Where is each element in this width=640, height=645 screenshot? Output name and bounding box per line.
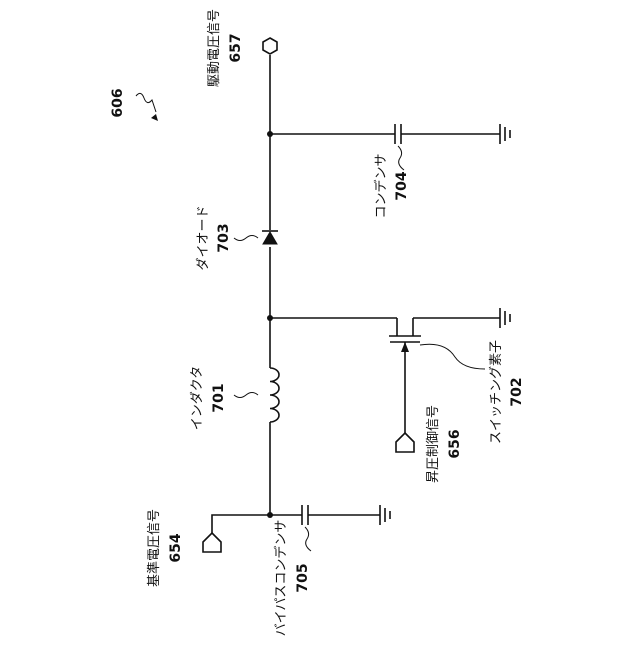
diode-ref: 703	[216, 223, 232, 252]
boost-control-ref: 656	[447, 429, 463, 458]
reference-voltage-terminal	[203, 533, 221, 552]
inductor-701: インダクタ 701	[190, 366, 279, 430]
boost-control-terminal	[396, 433, 414, 452]
inductor-label: インダクタ	[190, 366, 205, 430]
capacitor-ref: 704	[394, 171, 410, 200]
reference-voltage-input: 基準電圧信号 654	[146, 509, 270, 587]
switch-label: スイッチング素子	[489, 340, 504, 444]
boost-control-input: 昇圧制御信号 656	[396, 405, 463, 483]
inductor-coil	[270, 368, 279, 422]
figure-ref-arrowhead	[151, 114, 158, 121]
capacitor-leader	[398, 146, 404, 170]
boost-control-label: 昇圧制御信号	[426, 405, 441, 483]
bypass-leader	[305, 527, 311, 551]
bypass-ref: 705	[295, 563, 311, 592]
diode-leader	[234, 236, 258, 241]
bypass-capacitor-705: バイパスコンデンサ 705	[270, 505, 390, 636]
ground-symbol	[500, 124, 510, 144]
drive-voltage-ref: 657	[228, 33, 244, 62]
inductor-ref: 701	[211, 383, 227, 412]
reference-voltage-wire	[212, 515, 270, 533]
reference-voltage-ref: 654	[168, 533, 184, 562]
output-terminal-hexagon	[263, 38, 277, 54]
capacitor-label: コンデンサ	[373, 153, 389, 218]
figure-ref-leader	[136, 93, 156, 112]
bypass-label: バイパスコンデンサ	[273, 520, 289, 637]
ground-symbol	[380, 505, 390, 525]
diode-703: ダイオード 703	[196, 205, 278, 270]
diode-triangle	[263, 232, 277, 244]
switch-leader	[420, 344, 485, 369]
diode-label: ダイオード	[196, 205, 211, 270]
figure-ref-number: 606	[110, 88, 126, 117]
drive-voltage-label: 駆動電圧信号	[207, 9, 222, 87]
reference-voltage-label: 基準電圧信号	[146, 509, 162, 587]
output-terminal: 駆動電圧信号 657	[207, 9, 277, 87]
figure-ref: 606	[110, 88, 158, 121]
switch-gate-arrow	[401, 342, 409, 352]
inductor-leader	[234, 393, 258, 398]
capacitor-704: コンデンサ 704	[270, 124, 510, 219]
switching-element-702: スイッチング素子 702	[270, 308, 525, 444]
switch-ref: 702	[509, 377, 525, 406]
ground-symbol	[500, 308, 510, 328]
